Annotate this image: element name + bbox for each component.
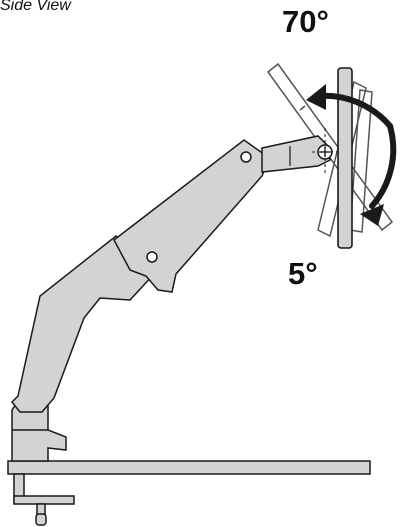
tilt-arrow — [306, 84, 397, 226]
lower-arm — [10, 234, 156, 413]
tilt-joint — [261, 128, 346, 176]
tilt-up-angle-label: 70° — [282, 4, 329, 39]
monitor-panel — [337, 67, 353, 249]
upper-arm — [113, 139, 271, 293]
arrowhead-down-icon — [360, 204, 384, 226]
monitor-ghost-vertical — [349, 89, 373, 233]
tilt-down-angle-label: 5° — [288, 256, 318, 291]
monitor-ghost-tilted-back — [317, 80, 367, 238]
arrowhead-up-icon — [306, 84, 326, 110]
desk-clamp — [13, 473, 75, 526]
view-caption: Side View — [0, 0, 71, 14]
desk-surface — [7, 460, 371, 475]
